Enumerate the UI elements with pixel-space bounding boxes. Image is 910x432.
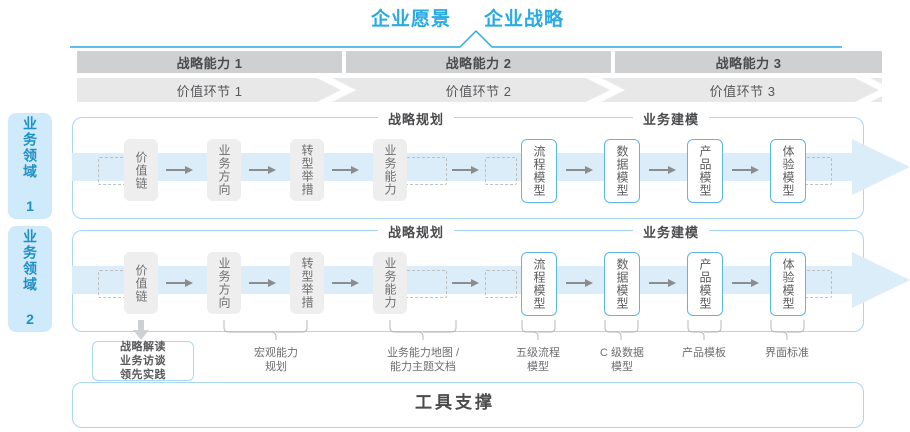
section-rule-modeling-1b — [710, 117, 855, 118]
connector-arrow — [332, 279, 359, 287]
tool-label-3: 五级流程 模型 — [493, 346, 583, 374]
connector-arrow — [452, 166, 479, 174]
tool-label-5-line-0: 产品模板 — [682, 347, 726, 359]
section-caption-modeling-2: 业务建模 — [633, 222, 710, 241]
step-label: 产品模型 — [698, 258, 712, 310]
connector-arrow — [566, 279, 593, 287]
tool-label-4-line-0: C 级数据 — [600, 347, 644, 359]
step-label: 数据模型 — [615, 145, 629, 197]
connector-arrow — [732, 279, 759, 287]
step-label: 价值链 — [134, 150, 148, 190]
step-box-modeling-1-1[interactable]: 流程模型 — [521, 139, 557, 203]
section-rule-modeling-2 — [560, 230, 635, 231]
step-label: 业务能力 — [383, 144, 397, 196]
tool-label-1-line-1: 规划 — [265, 361, 287, 373]
domain-tab-2[interactable]: 业务领域 2 — [8, 226, 52, 332]
section-rule-planning-2b — [465, 230, 610, 231]
value-stage-label-3: 价值环节 3 — [709, 83, 776, 99]
enterprise-vision-title: 企业愿景 — [371, 9, 452, 30]
domain-tab-1[interactable]: 业务领域 1 — [8, 113, 52, 219]
step-box-planning-1-2[interactable]: 业务方向 — [207, 139, 241, 201]
step-box-modeling-1-4[interactable]: 体验模型 — [770, 139, 806, 203]
tool-label-4: C 级数据 模型 — [577, 346, 667, 374]
tool-label-0-line-2: 领先实践 — [120, 369, 166, 381]
step-box-planning-1-3[interactable]: 转型举措 — [290, 139, 324, 201]
section-rule-planning-1b — [465, 117, 610, 118]
tool-label-3-line-1: 模型 — [527, 361, 549, 373]
step-box-planning-2-1[interactable]: 价值链 — [124, 252, 158, 314]
tool-label-0-line-0: 战略解读 — [120, 341, 166, 353]
step-label: 流程模型 — [532, 258, 546, 310]
step-label: 业务能力 — [383, 257, 397, 309]
step-box-modeling-2-4[interactable]: 体验模型 — [770, 252, 806, 316]
value-stage-chevron-band — [77, 78, 882, 102]
step-label: 业务方向 — [217, 257, 231, 309]
tool-label-1: 宏观能力 规划 — [216, 346, 336, 374]
connector-arrow — [649, 166, 676, 174]
connector-arrow — [452, 279, 479, 287]
step-label: 转型举措 — [300, 144, 314, 196]
step-box-modeling-1-3[interactable]: 产品模型 — [687, 139, 723, 203]
tool-label-2-line-0: 业务能力地图 / — [386, 347, 460, 359]
step-box-planning-1-4[interactable]: 业务能力 — [373, 139, 407, 201]
step-label: 体验模型 — [781, 145, 795, 197]
vision-strategy-connector-line — [70, 30, 842, 48]
section-caption-modeling-1: 业务建模 — [633, 109, 710, 128]
tool-label-0: 战略解读 业务访谈 领先实践 — [120, 340, 166, 382]
step-box-modeling-1-2[interactable]: 数据模型 — [604, 139, 640, 203]
tool-label-2-line-1: 能力主题文档 — [390, 361, 456, 373]
section-rule-modeling-2b — [710, 230, 855, 231]
step-label: 流程模型 — [532, 145, 546, 197]
tool-support-title: 工具支撑 — [415, 393, 495, 412]
step-box-modeling-2-2[interactable]: 数据模型 — [604, 252, 640, 316]
step-box-planning-2-3[interactable]: 转型举措 — [290, 252, 324, 314]
step-box-modeling-2-1[interactable]: 流程模型 — [521, 252, 557, 316]
connector-arrow — [249, 279, 276, 287]
section-rule-modeling-1 — [560, 117, 635, 118]
connector-arrow — [732, 166, 759, 174]
step-box-modeling-2-3[interactable]: 产品模型 — [687, 252, 723, 316]
capability-header-1: 战略能力 1 — [77, 51, 342, 73]
section-caption-planning-1: 战略规划 — [378, 109, 455, 128]
section-rule-planning-2 — [160, 230, 375, 231]
step-label: 价值链 — [134, 263, 148, 303]
connector-arrow — [332, 166, 359, 174]
capability-header-3: 战略能力 3 — [615, 51, 882, 73]
domain-tab-label-1: 业务领域 1 — [22, 116, 38, 216]
tool-label-3-line-0: 五级流程 — [516, 347, 560, 359]
connector-arrow — [249, 166, 276, 174]
domain-tab-label-2: 业务领域 2 — [22, 229, 38, 329]
step-box-planning-2-2[interactable]: 业务方向 — [207, 252, 241, 314]
tool-support-panel — [72, 382, 864, 428]
connector-arrow — [649, 279, 676, 287]
section-caption-planning-2: 战略规划 — [378, 222, 455, 241]
connector-arrow — [166, 166, 193, 174]
tool-label-5: 产品模板 — [659, 346, 749, 360]
tool-label-1-line-0: 宏观能力 — [254, 347, 298, 359]
step-label: 产品模型 — [698, 145, 712, 197]
step-label: 转型举措 — [300, 257, 314, 309]
placeholder-segment — [485, 270, 517, 298]
tool-label-0-line-1: 业务访谈 — [120, 355, 166, 367]
tool-brace-layer — [133, 320, 805, 340]
value-stage-label-1: 价值环节 1 — [176, 83, 243, 99]
enterprise-strategy-title: 企业战略 — [484, 9, 565, 30]
step-box-planning-2-4[interactable]: 业务能力 — [373, 252, 407, 314]
tool-label-4-line-1: 模型 — [611, 361, 633, 373]
step-label: 业务方向 — [217, 144, 231, 196]
step-label: 数据模型 — [615, 258, 629, 310]
placeholder-segment — [485, 157, 517, 185]
step-label: 体验模型 — [781, 258, 795, 310]
connector-arrow — [566, 166, 593, 174]
connector-arrow — [166, 279, 193, 287]
step-box-planning-1-1[interactable]: 价值链 — [124, 139, 158, 201]
tool-label-6-line-0: 界面标准 — [765, 347, 809, 359]
capability-header-2: 战略能力 2 — [346, 51, 611, 73]
tool-label-6: 界面标准 — [742, 346, 832, 360]
tool-label-box-0[interactable]: 战略解读 业务访谈 领先实践 — [92, 341, 194, 381]
value-stage-label-2: 价值环节 2 — [445, 83, 512, 99]
tool-label-2: 业务能力地图 / 能力主题文档 — [358, 346, 488, 374]
section-rule-planning-1 — [160, 117, 375, 118]
